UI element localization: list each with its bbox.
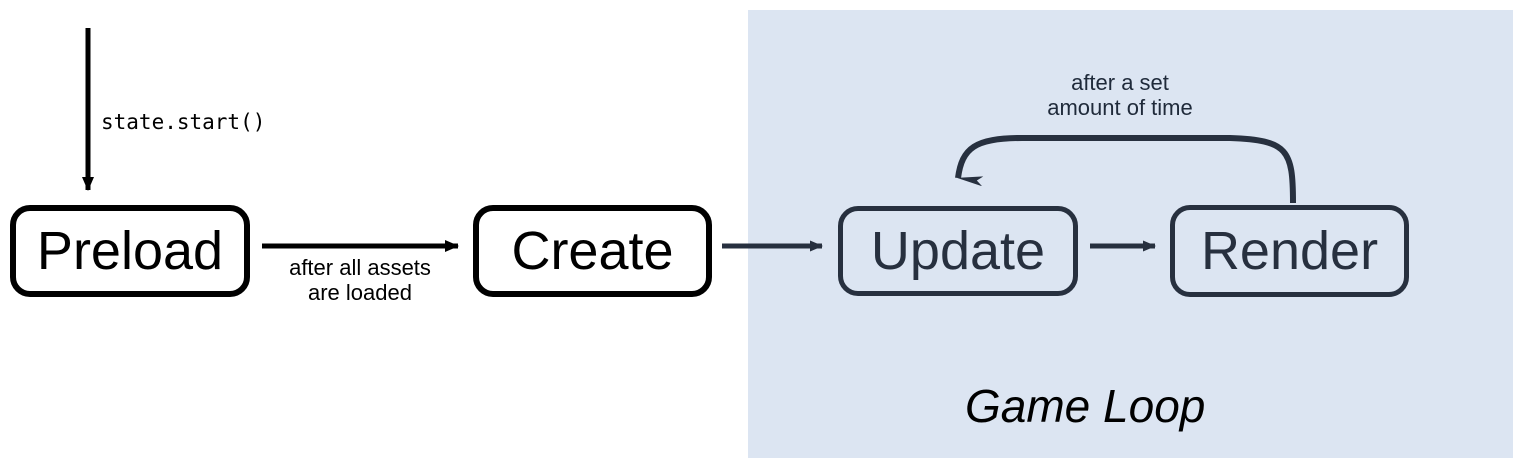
game-loop-panel-title: Game Loop bbox=[965, 380, 1206, 432]
node-create[interactable]: Create bbox=[473, 205, 712, 297]
edge-label-after-assets-loaded: after all assets are loaded bbox=[289, 255, 431, 305]
edge-label-after-set-time: after a set amount of time bbox=[1047, 70, 1193, 120]
node-render-label: Render bbox=[1200, 221, 1379, 281]
node-create-label: Create bbox=[511, 221, 674, 281]
edge-render-to-update-loop bbox=[955, 135, 1296, 204]
node-update[interactable]: Update bbox=[838, 206, 1078, 296]
edge-label-state-start: state.start() bbox=[101, 110, 266, 134]
node-preload-label: Preload bbox=[36, 221, 224, 281]
node-update-label: Update bbox=[870, 221, 1046, 281]
node-render[interactable]: Render bbox=[1170, 205, 1409, 297]
node-preload[interactable]: Preload bbox=[10, 205, 250, 297]
